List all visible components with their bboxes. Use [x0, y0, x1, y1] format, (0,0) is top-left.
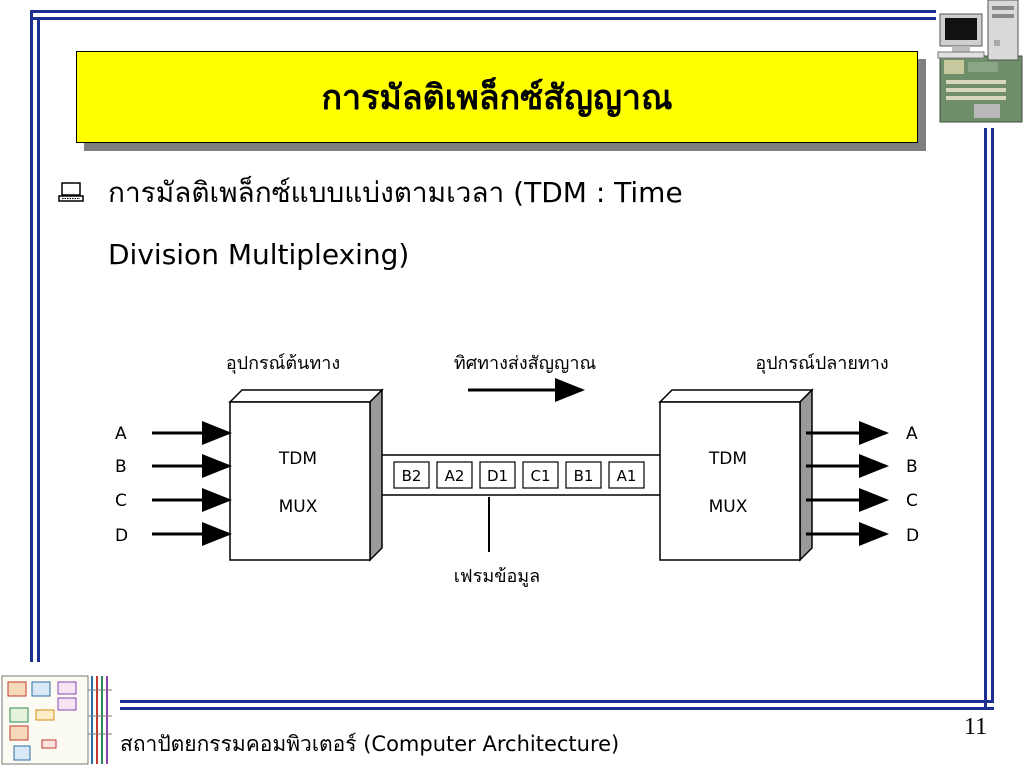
frame-right-line-2	[991, 128, 994, 703]
tdm-diagram: อุปกรณ์ต้นทาง ทิศทางส่งสัญญาณ อุปกรณ์ปลา…	[115, 353, 919, 587]
bullet-text-line-2: Division Multiplexing)	[108, 238, 410, 271]
slot-d1	[479, 461, 516, 489]
computer-tower-icon	[937, 0, 1023, 123]
slot-a1	[608, 461, 645, 489]
slot-label-b2: B2	[402, 467, 422, 485]
source-mux-box: TDM MUX	[228, 388, 384, 562]
title-box: การมัลติเพล็กซ์สัญญาณ	[76, 51, 918, 143]
slot-label-b1: B1	[574, 467, 594, 485]
slot-c1	[522, 461, 559, 489]
output-label-c: C	[906, 491, 918, 511]
frame-label: เฟรมข้อมูล	[454, 566, 540, 587]
frame-channel: B2 A2 D1 C1 B1 A1	[382, 454, 660, 496]
destination-mux-label-mux: MUX	[709, 497, 748, 517]
input-label-b: B	[115, 457, 127, 477]
slot-label-c1: C1	[530, 467, 550, 485]
frame-left-line-2	[37, 17, 40, 662]
slot-b2	[393, 461, 430, 489]
frame-bottom-line-1	[120, 700, 994, 703]
source-device-label: อุปกรณ์ต้นทาง	[226, 353, 340, 374]
input-label-d: D	[115, 526, 128, 546]
input-label-c: C	[115, 491, 127, 511]
output-lines: A B C D	[806, 421, 919, 546]
input-lines: A B C D	[115, 421, 232, 546]
slot-a2	[436, 461, 473, 489]
source-mux-label-tdm: TDM	[278, 449, 317, 469]
frame-bottom-line-2	[120, 707, 994, 710]
input-label-a: A	[115, 424, 127, 444]
slot-label-a2: A2	[445, 467, 465, 485]
slot-label-d1: D1	[487, 467, 508, 485]
frame-left-line-1	[30, 10, 33, 662]
frame-top-line-2	[30, 17, 936, 20]
bullet-text-line-1: การมัลติเพล็กซ์แบบแบ่งตามเวลา (TDM : Tim…	[108, 176, 683, 209]
direction-label: ทิศทางส่งสัญญาณ	[454, 353, 596, 374]
system-bus-diagram-icon	[1, 675, 112, 765]
laptop-icon	[58, 182, 84, 202]
page-number: 11	[964, 714, 988, 740]
frame-right-line-1	[984, 128, 987, 710]
footer-course-title: สถาปัตยกรรมคอมพิวเตอร์ (Computer Archite…	[120, 732, 620, 756]
frame-top-line-1	[30, 10, 936, 13]
slot-b1	[565, 461, 602, 489]
slide-title: การมัลติเพล็กซ์สัญญาณ	[321, 78, 673, 118]
destination-device-label: อุปกรณ์ปลายทาง	[755, 353, 888, 374]
output-label-a: A	[906, 424, 918, 444]
output-label-d: D	[906, 526, 919, 546]
source-mux-label-mux: MUX	[279, 497, 318, 517]
destination-mux-label-tdm: TDM	[708, 449, 747, 469]
destination-mux-box: TDM MUX	[658, 388, 814, 562]
output-label-b: B	[906, 457, 918, 477]
slot-label-a1: A1	[617, 467, 637, 485]
